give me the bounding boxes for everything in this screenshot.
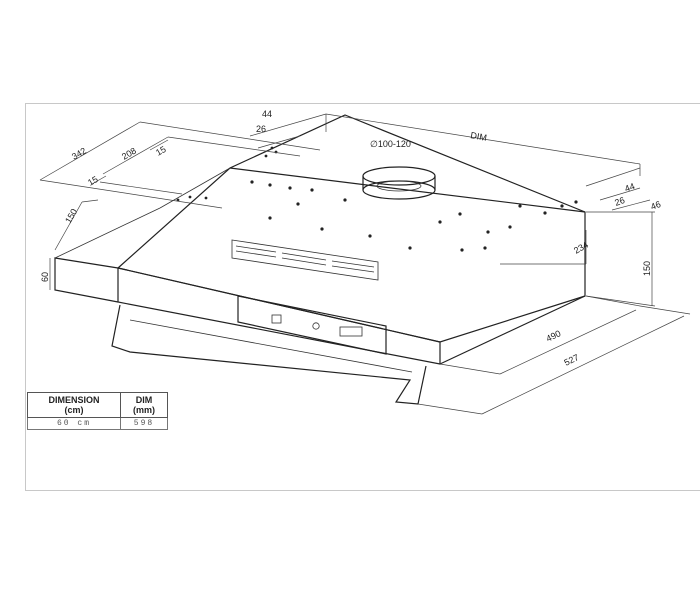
fan-switch-icon [339, 326, 363, 337]
ventilation-grille [231, 239, 379, 281]
label-342: 342 [70, 146, 88, 162]
label-right-26: 26 [613, 195, 626, 208]
mounting-holes [176, 146, 578, 252]
label-490: 490 [544, 328, 562, 344]
control-panel [237, 295, 387, 355]
left-top-edge [54, 207, 161, 259]
filter-handle [111, 304, 427, 405]
light-switch-icon [271, 314, 282, 324]
top-panel-outline [116, 114, 586, 343]
label-dim: DIM [470, 130, 488, 143]
label-527: 527 [562, 352, 580, 368]
filter-bar [129, 319, 413, 373]
side-chamfer-line [159, 167, 231, 209]
dimension-labels: 342 208 15 15 44 26 DIM ∅100-120 44 26 4… [40, 109, 662, 368]
table-header-dim: DIM (mm) [120, 392, 168, 418]
dimension-table: DIMENSION (cm) DIM (mm) 60 cm 598 [27, 392, 168, 430]
table-header-dimension: DIMENSION (cm) [27, 392, 121, 418]
label-15a: 15 [154, 144, 168, 158]
table-cell-dimension: 60 cm [27, 417, 121, 430]
label-right-46: 46 [649, 199, 662, 212]
label-15b: 15 [86, 174, 100, 188]
label-front-60: 60 [40, 272, 50, 282]
label-234: 234 [572, 240, 590, 256]
label-side-150: 150 [63, 207, 79, 225]
label-right-150: 150 [642, 261, 652, 276]
table-cell-dim: 598 [120, 417, 168, 430]
bottom-right-edge [439, 295, 586, 365]
label-duct: ∅100-120 [370, 139, 411, 149]
left-side [54, 257, 119, 303]
duct-collar [362, 166, 436, 200]
label-right-44: 44 [623, 181, 636, 194]
label-left-44: 44 [262, 109, 272, 119]
dimension-lines [39, 113, 691, 415]
top-rear-edge [229, 167, 586, 213]
label-208: 208 [120, 146, 138, 162]
hood-body [54, 114, 586, 405]
indicator-lamp-icon [312, 322, 320, 330]
front-face [117, 268, 441, 365]
table-row: 60 cm 598 [27, 417, 168, 430]
label-left-26: 26 [256, 124, 266, 134]
